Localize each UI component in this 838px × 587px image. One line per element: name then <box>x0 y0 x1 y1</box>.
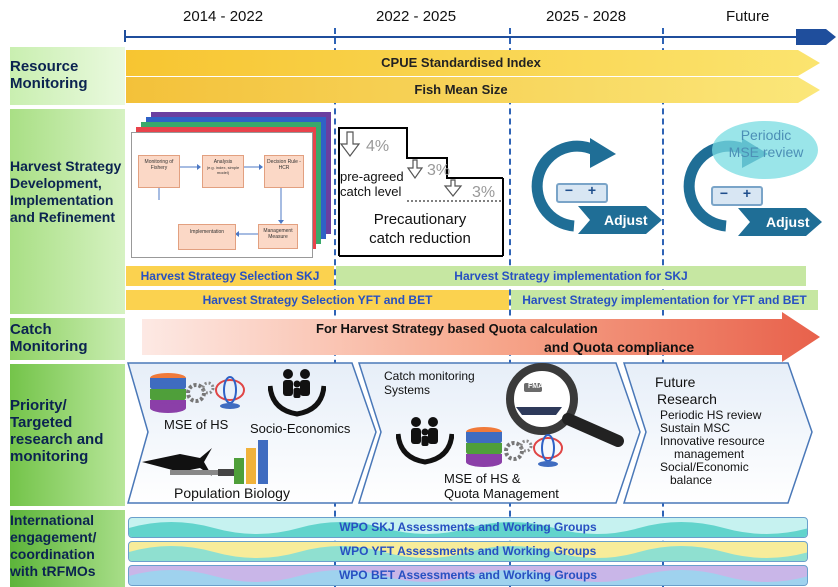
step-pct-2: 3% <box>427 162 451 179</box>
international-label: International engagement/ coordination w… <box>10 512 97 579</box>
implementation-skj-bar: Harvest Strategy implementation for SKJ <box>336 266 806 286</box>
flow-arrows <box>158 164 284 237</box>
fish-knife-icon <box>142 448 236 476</box>
adjust-label-1: Adjust <box>604 212 648 228</box>
catch-monitoring-label: Catch Monitoring <box>10 321 88 355</box>
harvest-band-bg <box>10 109 125 314</box>
fish-size-bar: Fish Mean Size <box>414 82 508 97</box>
fmas-label: FMAs <box>528 383 548 390</box>
period-2022-2025: 2022 - 2025 <box>376 8 457 25</box>
adjust-label-2: Adjust <box>766 214 810 230</box>
selection-yft-bar: Harvest Strategy Selection YFT and BET <box>126 290 509 310</box>
list-item: Sustain MSC <box>660 421 731 435</box>
catch-systems-label: Catch monitoring Systems <box>384 369 475 397</box>
resource-monitoring-label: Resource Monitoring <box>10 58 88 92</box>
gears-icon <box>186 381 215 403</box>
flow-implementation-box: Implementation <box>178 224 236 250</box>
adjust-toggle-2 <box>711 186 763 206</box>
mse-hs-label: MSE of HS <box>164 417 229 432</box>
list-item: management <box>674 447 745 461</box>
fish-size-bar-shape <box>126 77 820 103</box>
periodic-mse-label: Periodic MSE review <box>728 127 804 160</box>
database-icon <box>150 373 186 413</box>
selection-skj-bar: Harvest Strategy Selection SKJ <box>126 266 334 286</box>
step-pct-3: 3% <box>472 184 496 201</box>
future-research-title: Future Research <box>655 374 717 407</box>
yft-working-groups-bar: WPO YFT Assessments and Working Groups <box>128 541 808 562</box>
precaution-label: Precautionary catch reduction <box>369 211 471 247</box>
population-biology-label: Population Biology <box>174 485 290 501</box>
globe-icon <box>215 376 245 409</box>
harvest-strategy-label: Harvest Strategy Development, Implementa… <box>10 158 122 225</box>
resource-band-bg <box>10 47 125 105</box>
globe-icon <box>533 434 563 467</box>
people-hands-icon <box>268 369 326 417</box>
catch-bar-shape <box>142 312 820 362</box>
gears-icon <box>504 439 533 461</box>
people-hands-icon <box>396 417 454 465</box>
research-band-bg <box>10 364 125 506</box>
period-2014-2022: 2014 - 2022 <box>183 8 264 25</box>
flow-monitoring-box: Monitoring of Fishery <box>138 155 180 188</box>
flow-analysis-box: Analysis (e.g. index, simple model) <box>202 155 244 188</box>
periodic-mse-bubble <box>712 121 818 179</box>
flow-decision-box: Decision Rule - HCR <box>264 155 304 188</box>
down-arrow-icon <box>339 131 463 197</box>
cpue-bar-shape <box>126 50 820 76</box>
socio-economics-label: Socio-Economics <box>250 421 351 436</box>
list-item: Periodic HS review <box>660 408 762 422</box>
flow-management-box: Management Measure <box>258 224 298 249</box>
cpue-bar: CPUE Standardised Index <box>381 55 541 70</box>
adjust-toggle-1 <box>556 183 608 203</box>
skj-working-groups-bar: WPO SKJ Assessments and Working Groups <box>128 517 808 538</box>
future-research-list: Periodic HS review Sustain MSC Innovativ… <box>660 409 765 487</box>
catch-band-bg <box>10 318 125 360</box>
list-item: balance <box>670 473 713 487</box>
plus-icon: + <box>587 182 597 198</box>
minus-icon: − <box>719 185 729 201</box>
cycle-adjust-1 <box>531 138 662 234</box>
research-label: Priority/ Targeted research and monitori… <box>10 397 104 465</box>
timeline-axis <box>124 29 836 45</box>
list-item: Innovative resource <box>660 434 765 448</box>
list-item: Social/Economic <box>660 460 749 474</box>
international-band-bg <box>10 510 125 587</box>
cycle-arrow-icon <box>531 140 601 232</box>
database-icon <box>466 427 502 467</box>
step-pct-1: 4% <box>366 138 390 155</box>
preagreed-label: pre-agreed catch level <box>340 169 404 199</box>
period-2025-2028: 2025 - 2028 <box>546 8 627 25</box>
period-future: Future <box>726 8 770 25</box>
minus-icon: − <box>564 182 574 198</box>
staircase-shape <box>338 127 504 257</box>
separator-2025 <box>509 28 511 587</box>
precaution-box <box>337 126 505 254</box>
magnifier-icon <box>506 363 624 447</box>
bet-working-groups-bar: WPO BET Assessments and Working Groups <box>128 565 808 586</box>
bar-chart-icon <box>234 440 268 484</box>
timeline-arrow-icon <box>796 29 836 45</box>
implementation-yft-bar: Harvest Strategy implementation for YFT … <box>511 290 818 310</box>
catch-bar-text-2: and Quota compliance <box>544 339 695 355</box>
mse-quota-label: MSE of HS & Quota Management <box>444 471 559 501</box>
catch-bar-text-1: For Harvest Strategy based Quota calcula… <box>316 321 598 336</box>
plus-icon: + <box>742 185 752 201</box>
